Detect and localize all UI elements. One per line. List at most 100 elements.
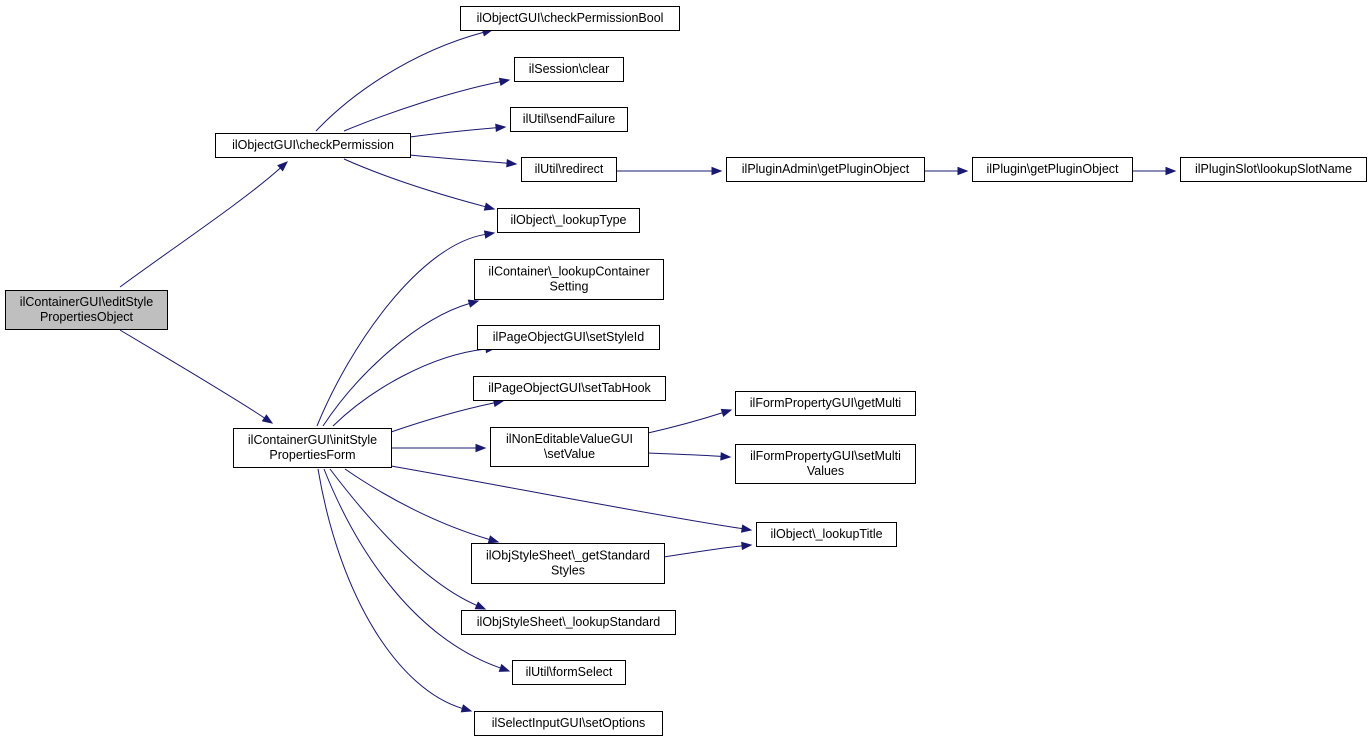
arrowhead-icon	[474, 601, 487, 610]
node-box	[972, 157, 1133, 182]
node-label: ilPluginSlot\lookupSlotName	[1195, 162, 1352, 176]
edge-line	[647, 412, 723, 434]
node-label: ilObjectGUI\checkPermission	[232, 138, 394, 152]
node-label: ilUtil\sendFailure	[523, 112, 615, 126]
node-label: ilUtil\redirect	[535, 162, 604, 176]
edge-line	[343, 81, 501, 132]
arrowhead-icon	[711, 166, 723, 176]
node-box	[521, 157, 617, 182]
edge-line	[322, 303, 470, 427]
edge-line	[323, 468, 501, 669]
node-checkPermissionBool[interactable]: ilObjectGUI\checkPermissionBool	[460, 6, 680, 31]
arrowhead-icon	[483, 202, 496, 211]
node-label: ilFormPropertyGUI\getMulti	[750, 396, 901, 410]
edge-nonEditSetValue-to-getMulti	[647, 408, 733, 434]
arrowhead-icon	[495, 123, 507, 133]
node-setStyleId[interactable]: ilPageObjectGUI\setStyleId	[477, 325, 660, 350]
arrowhead-icon	[487, 535, 500, 544]
node-redirect[interactable]: ilUtil\redirect	[521, 157, 617, 182]
node-label: ilPageObjectGUI\setTabHook	[488, 381, 651, 395]
edge-line	[329, 468, 477, 606]
node-label: ilNonEditableValueGUI	[506, 432, 633, 446]
edge-initForm-to-lookupTitle	[390, 465, 753, 533]
arrowhead-icon	[720, 452, 732, 461]
node-box	[735, 444, 916, 484]
node-label: Values	[807, 464, 844, 478]
edge-redirect-to-pluginAdminGet	[615, 166, 723, 176]
arrowhead-icon	[498, 77, 511, 87]
edge-line	[343, 158, 486, 208]
edge-checkPermission-to-sessionClear	[343, 77, 511, 132]
node-lookupType[interactable]: ilObject\_lookupType	[497, 208, 640, 233]
edge-line	[390, 465, 743, 530]
arrowhead-icon	[1165, 166, 1177, 176]
arrowhead-icon	[467, 299, 480, 308]
node-label: Setting	[550, 280, 589, 294]
node-label: ilSession\clear	[529, 62, 610, 76]
node-lookupStandard[interactable]: ilObjStyleSheet\_lookupStandard	[461, 610, 676, 635]
node-box	[512, 660, 626, 685]
node-lookupTitle[interactable]: ilObject\_lookupTitle	[756, 522, 897, 547]
edge-line	[409, 154, 508, 164]
edge-line	[332, 348, 487, 427]
arrowhead-icon	[475, 443, 487, 453]
node-label: ilObjStyleSheet\_getStandard	[486, 549, 650, 563]
node-box	[735, 391, 916, 416]
node-sendFailure[interactable]: ilUtil\sendFailure	[510, 107, 628, 132]
edge-line	[119, 167, 281, 288]
node-nonEditSetValue[interactable]: ilNonEditableValueGUI\setValue	[490, 427, 649, 467]
edge-pluginAdminGet-to-pluginGet	[923, 166, 969, 176]
edge-initForm-to-setStyleId	[332, 344, 497, 427]
edge-line	[344, 468, 490, 540]
node-box	[215, 133, 411, 158]
node-label: ilUtil\formSelect	[526, 665, 613, 679]
node-box	[726, 157, 925, 182]
node-label: ilContainerGUI\initStyle	[248, 433, 377, 447]
edge-line	[317, 468, 463, 709]
arrowhead-icon	[957, 166, 969, 176]
edge-initForm-to-setTabHook	[390, 398, 505, 433]
node-label: ilContainerGUI\editStyle	[20, 295, 153, 309]
arrowhead-icon	[720, 408, 733, 417]
edge-line	[315, 31, 484, 132]
node-label: ilObjStyleSheet\_lookupStandard	[477, 615, 661, 629]
node-label: \setValue	[544, 447, 595, 461]
edge-initForm-to-setOptions	[317, 468, 473, 713]
node-label: ilObject\_lookupTitle	[770, 527, 882, 541]
node-setOptions[interactable]: ilSelectInputGUI\setOptions	[474, 711, 663, 736]
node-sessionClear[interactable]: ilSession\clear	[514, 57, 624, 82]
arrowhead-icon	[261, 414, 274, 424]
edge-root-to-initForm	[119, 329, 274, 424]
edge-getStandardStyles-to-lookupTitle	[663, 541, 753, 558]
node-getMulti[interactable]: ilFormPropertyGUI\getMulti	[735, 391, 916, 416]
node-box	[461, 610, 676, 635]
node-label: ilContainer\_lookupContainer	[488, 265, 649, 279]
edge-initForm-to-lookupType	[316, 230, 496, 427]
node-box	[477, 325, 660, 350]
node-box	[497, 208, 640, 233]
node-lookupSlotName[interactable]: ilPluginSlot\lookupSlotName	[1180, 157, 1367, 182]
arrowhead-icon	[741, 541, 753, 551]
node-box	[471, 543, 665, 584]
node-formSelect[interactable]: ilUtil\formSelect	[512, 660, 626, 685]
node-setTabHook[interactable]: ilPageObjectGUI\setTabHook	[473, 376, 666, 401]
edge-checkPermission-to-lookupType	[343, 158, 496, 211]
node-checkPermission[interactable]: ilObjectGUI\checkPermission	[215, 133, 411, 158]
node-box	[474, 711, 663, 736]
node-label: PropertiesForm	[269, 448, 355, 462]
edge-root-to-checkPermission	[119, 161, 289, 288]
node-pluginGet[interactable]: ilPlugin\getPluginObject	[972, 157, 1133, 182]
node-label: PropertiesObject	[40, 310, 134, 324]
edges-layer	[119, 28, 1177, 713]
edge-initForm-to-formSelect	[323, 468, 511, 672]
node-box	[5, 290, 168, 330]
node-box	[510, 107, 628, 132]
node-box	[1180, 157, 1367, 182]
node-pluginAdminGet[interactable]: ilPluginAdmin\getPluginObject	[726, 157, 925, 182]
